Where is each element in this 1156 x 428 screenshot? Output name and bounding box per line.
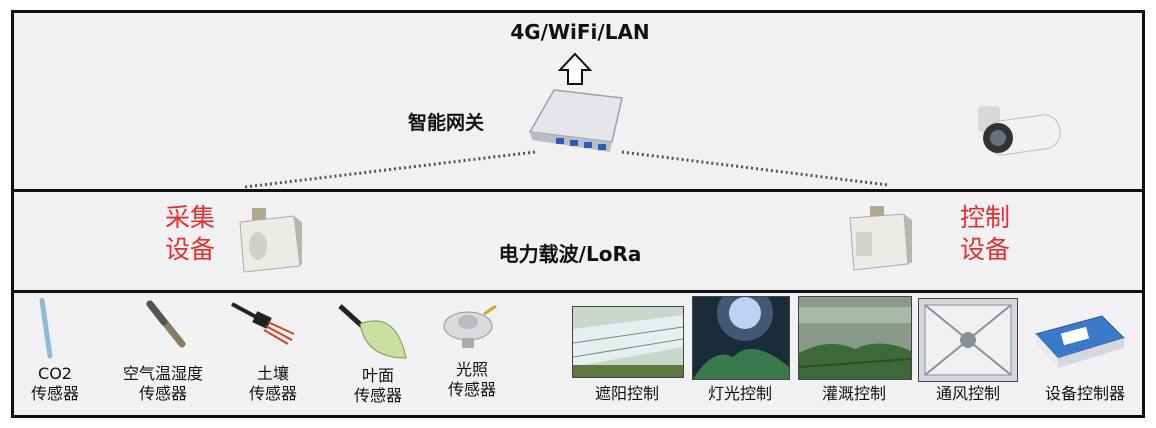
camera-icon xyxy=(978,106,1061,156)
light-sensor-icon xyxy=(443,304,497,348)
collector-module-icon xyxy=(239,208,302,273)
sensor-light: 光照 传感器 xyxy=(432,360,512,400)
air-temp-humidity-sensor-icon xyxy=(146,300,186,348)
control-line-1: 控制 xyxy=(959,203,1010,232)
collect-line-1: 采集 xyxy=(164,203,215,232)
sensor-line1: 空气温湿度 xyxy=(122,364,203,383)
bus-label: 电力载波/LoRa xyxy=(498,242,642,266)
sensor-air: 空气温湿度 传感器 xyxy=(108,364,218,404)
ventilation-control-image xyxy=(918,298,1018,382)
control-device-label: 控制 设备 xyxy=(955,202,1015,266)
network-title: 4G/WiFi/LAN xyxy=(510,20,650,44)
device-controller-icon xyxy=(1035,315,1125,368)
control-ventilation-label: 通风控制 xyxy=(935,384,1000,403)
sensor-co2: CO2 传感器 xyxy=(20,364,90,404)
connection-lines xyxy=(244,150,889,189)
collect-line-2: 设备 xyxy=(164,235,215,264)
up-arrow-icon xyxy=(557,52,593,85)
sensor-line2: 传感器 xyxy=(138,384,187,403)
control-line-2: 设备 xyxy=(959,235,1010,264)
control-irrigation-label: 灌溉控制 xyxy=(821,384,886,403)
link-line-right xyxy=(621,150,889,187)
collect-device-label: 采集 设备 xyxy=(160,202,220,266)
controller-module-icon xyxy=(849,206,912,271)
gateway-device-icon xyxy=(528,89,623,152)
shade-control-image xyxy=(572,306,684,378)
control-lighting-label: 灯光控制 xyxy=(707,384,772,403)
soil-sensor-icon xyxy=(231,302,295,345)
co2-sensor-icon xyxy=(39,298,53,359)
sensor-line1: 叶面 xyxy=(361,366,394,385)
sensor-line1: 土壤 xyxy=(256,364,289,383)
sensor-line1: CO2 xyxy=(38,364,72,383)
transmission-layer xyxy=(11,189,1145,293)
sensor-leaf: 叶面 传感器 xyxy=(338,366,418,406)
leaf-sensor-icon xyxy=(338,304,407,359)
sensor-line1: 光照 xyxy=(455,360,488,379)
lighting-control-image xyxy=(692,296,790,380)
sensor-line2: 传感器 xyxy=(353,386,402,405)
link-line-left xyxy=(244,150,536,189)
irrigation-control-image xyxy=(798,296,912,380)
sensor-line2: 传感器 xyxy=(447,380,496,399)
sensor-soil: 土壤 传感器 xyxy=(238,364,308,404)
sensor-line2: 传感器 xyxy=(248,384,297,403)
gateway-label: 智能网关 xyxy=(408,112,485,134)
control-device-controller-label: 设备控制器 xyxy=(1044,384,1125,403)
sensor-line2: 传感器 xyxy=(30,384,79,403)
control-shade-label: 遮阳控制 xyxy=(594,384,659,403)
